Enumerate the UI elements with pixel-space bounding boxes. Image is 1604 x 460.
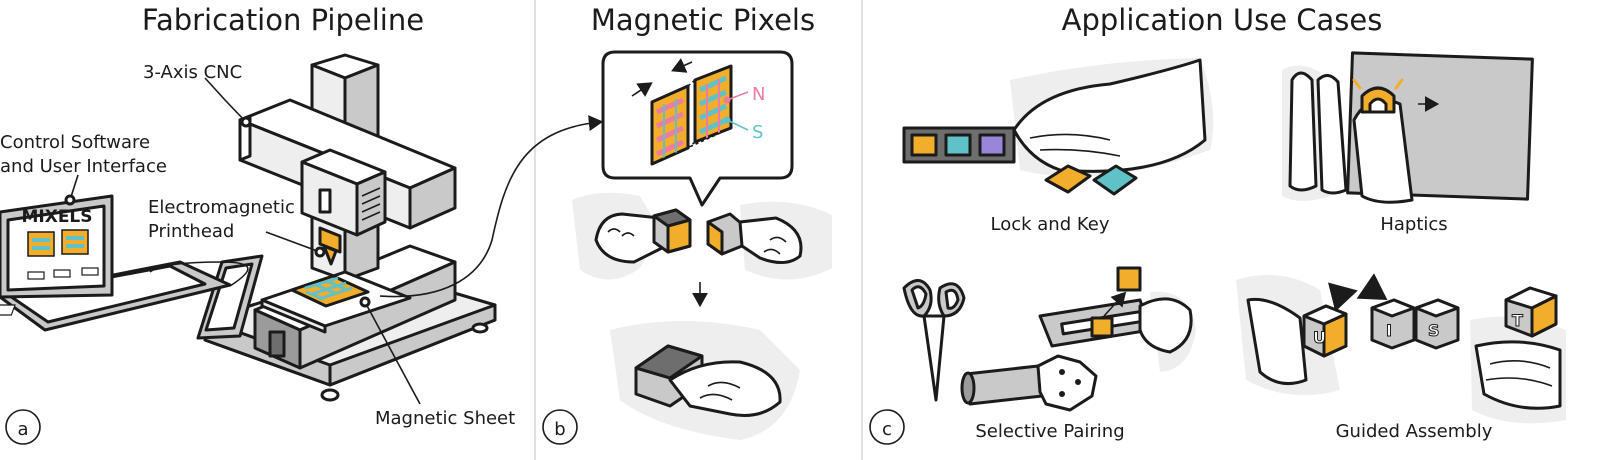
magnetic-sheet-bed xyxy=(198,270,412,334)
panel-b-title: Magnetic Pixels xyxy=(591,3,815,37)
leader-cnc xyxy=(204,77,247,123)
hands-with-cubes xyxy=(572,192,832,280)
panel-b-letter: b xyxy=(554,419,565,440)
panel-c-letter: c xyxy=(882,419,892,440)
label-magnetic-sheet: Magnetic Sheet xyxy=(375,408,515,429)
scissors-icon xyxy=(902,279,966,402)
sheet-to-pixels-arrow xyxy=(379,115,604,298)
label-printhead-line2: Printhead xyxy=(148,221,234,242)
panel-b-badge xyxy=(542,409,578,445)
panel-magnetic-pixels: Magnetic Pixels N S xyxy=(542,3,832,445)
letter-cube-s: S xyxy=(1414,298,1460,350)
panel-a-title: Fabrication Pipeline xyxy=(142,3,424,37)
panel-c-title: Application Use Cases xyxy=(1062,3,1383,37)
case-label-guided-assembly: Guided Assembly xyxy=(1336,421,1493,442)
label-printhead-line1: Electromagnetic xyxy=(148,197,295,218)
cnc-touchscreen xyxy=(196,254,264,340)
cube-letter-t: T xyxy=(1512,311,1523,330)
use-case-guided-assembly: U I S T Guided Assembly xyxy=(1236,273,1566,442)
label-software-line2: and User Interface xyxy=(0,156,167,177)
cube-letter-s: S xyxy=(1428,321,1440,340)
use-case-lock-and-key: Lock and Key xyxy=(902,58,1214,235)
key-tool xyxy=(960,354,1098,412)
pixel-sheet-diagram: N S xyxy=(631,58,765,166)
panel-a-letter: a xyxy=(17,419,28,440)
letter-cube-u: U xyxy=(1302,304,1348,358)
leader-sheet xyxy=(364,301,421,405)
leader-printhead xyxy=(265,231,321,253)
panel-c-badge xyxy=(869,409,905,445)
case-label-haptics: Haptics xyxy=(1380,214,1447,235)
cube-letter-i: I xyxy=(1386,321,1392,340)
case-label-lock-and-key: Lock and Key xyxy=(991,214,1110,235)
north-pole-label: N xyxy=(752,84,765,105)
joined-cubes xyxy=(610,321,800,440)
panel-a-badge xyxy=(5,409,41,445)
cutter-tool xyxy=(1038,266,1196,372)
use-case-selective-pairing: Selective Pairing xyxy=(902,266,1196,442)
panel-application-use-cases: Application Use Cases Lock and Key xyxy=(869,3,1566,445)
laptop: MIXELS xyxy=(0,194,232,332)
label-software-line1: Control Software xyxy=(0,132,150,153)
south-pole-label: S xyxy=(752,122,763,143)
letter-cube-t: T xyxy=(1504,286,1558,338)
panel-fabrication-pipeline: Fabrication Pipeline xyxy=(0,3,604,445)
cube-letter-u: U xyxy=(1313,328,1326,347)
use-case-haptics: Haptics xyxy=(1282,51,1534,235)
case-label-selective-pairing: Selective Pairing xyxy=(975,421,1124,442)
electromagnetic-printhead xyxy=(300,148,387,266)
letter-cube-i: I xyxy=(1370,298,1416,350)
laptop-screen-title: MIXELS xyxy=(21,207,92,227)
label-cnc: 3-Axis CNC xyxy=(143,62,242,83)
laptop-cable xyxy=(149,261,249,287)
